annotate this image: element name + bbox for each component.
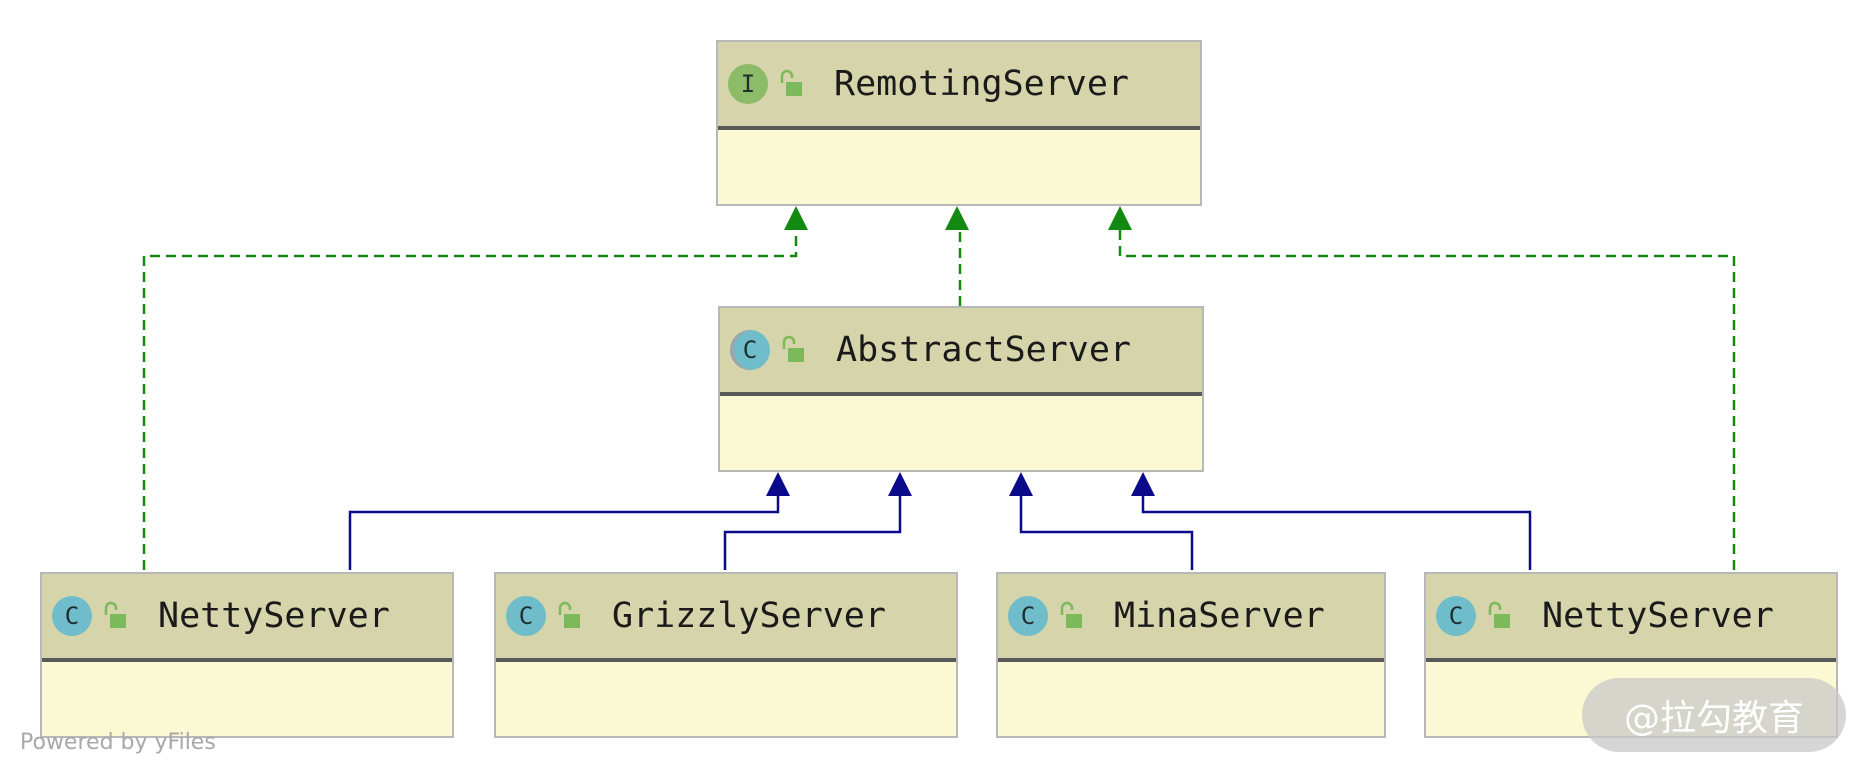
kind-letter: C (64, 602, 80, 630)
edge-abstract-server-implements-remoting-server (955, 228, 962, 306)
node-header: C NettyServer (42, 574, 452, 662)
node-title: RemotingServer (834, 64, 1130, 104)
arrowhead-extends-4 (1131, 472, 1155, 496)
kind-letter: C (518, 602, 534, 630)
node-header: C NettyServer (1426, 574, 1836, 662)
node-title: GrizzlyServer (612, 596, 886, 636)
edge-netty-server-2-implements-remoting-server (1118, 228, 1736, 570)
public-lock-icon (1060, 601, 1082, 628)
class-icon: C (1436, 596, 1476, 636)
class-icon: C (52, 596, 92, 636)
node-header: I RemotingServer (718, 42, 1200, 130)
class-icon: C (1008, 596, 1048, 636)
node-title: NettyServer (158, 596, 390, 636)
public-lock-icon (104, 601, 126, 628)
node-grizzly-server[interactable]: C GrizzlyServer (494, 572, 958, 738)
node-abstract-server[interactable]: C AbstractServer (718, 306, 1204, 472)
public-lock-icon (780, 69, 802, 96)
kind-letter: C (1448, 602, 1464, 630)
node-title: NettyServer (1542, 596, 1774, 636)
kind-letter: C (1020, 602, 1036, 630)
edge-netty-server-1-implements-remoting-server (142, 228, 798, 570)
arrowhead-extends-1 (766, 472, 790, 496)
interface-icon: I (728, 64, 768, 104)
arrowhead-extends-2 (888, 472, 912, 496)
node-header: C AbstractServer (720, 308, 1202, 396)
public-lock-icon (782, 335, 804, 362)
edge-netty-server-2-extends-abstract-server (1141, 494, 1532, 570)
arrowhead-implements-center (945, 206, 969, 230)
node-netty-server-left[interactable]: C NettyServer (40, 572, 454, 738)
arrowhead-implements-right (1108, 206, 1132, 230)
powered-by-footer: Powered by yFiles (20, 730, 216, 755)
node-header: C GrizzlyServer (496, 574, 956, 662)
kind-letter: C (742, 336, 758, 364)
watermark-text: @拉勾教育 (1623, 698, 1804, 739)
node-remoting-server[interactable]: I RemotingServer (716, 40, 1202, 206)
arrowhead-extends-3 (1009, 472, 1033, 496)
public-lock-icon (1488, 601, 1510, 628)
node-title: AbstractServer (836, 330, 1132, 370)
edge-mina-server-extends-abstract-server (1019, 494, 1194, 570)
kind-letter: I (740, 70, 756, 98)
class-icon: C (506, 596, 546, 636)
edge-grizzly-server-extends-abstract-server (723, 494, 902, 570)
arrowhead-implements-left (784, 206, 808, 230)
node-header: C MinaServer (998, 574, 1384, 662)
abstract-class-icon: C (730, 330, 770, 370)
node-title: MinaServer (1114, 596, 1325, 636)
node-mina-server[interactable]: C MinaServer (996, 572, 1386, 738)
public-lock-icon (558, 601, 580, 628)
watermark-badge: @拉勾教育 (1582, 678, 1846, 752)
edge-netty-server-1-extends-abstract-server (348, 494, 780, 570)
